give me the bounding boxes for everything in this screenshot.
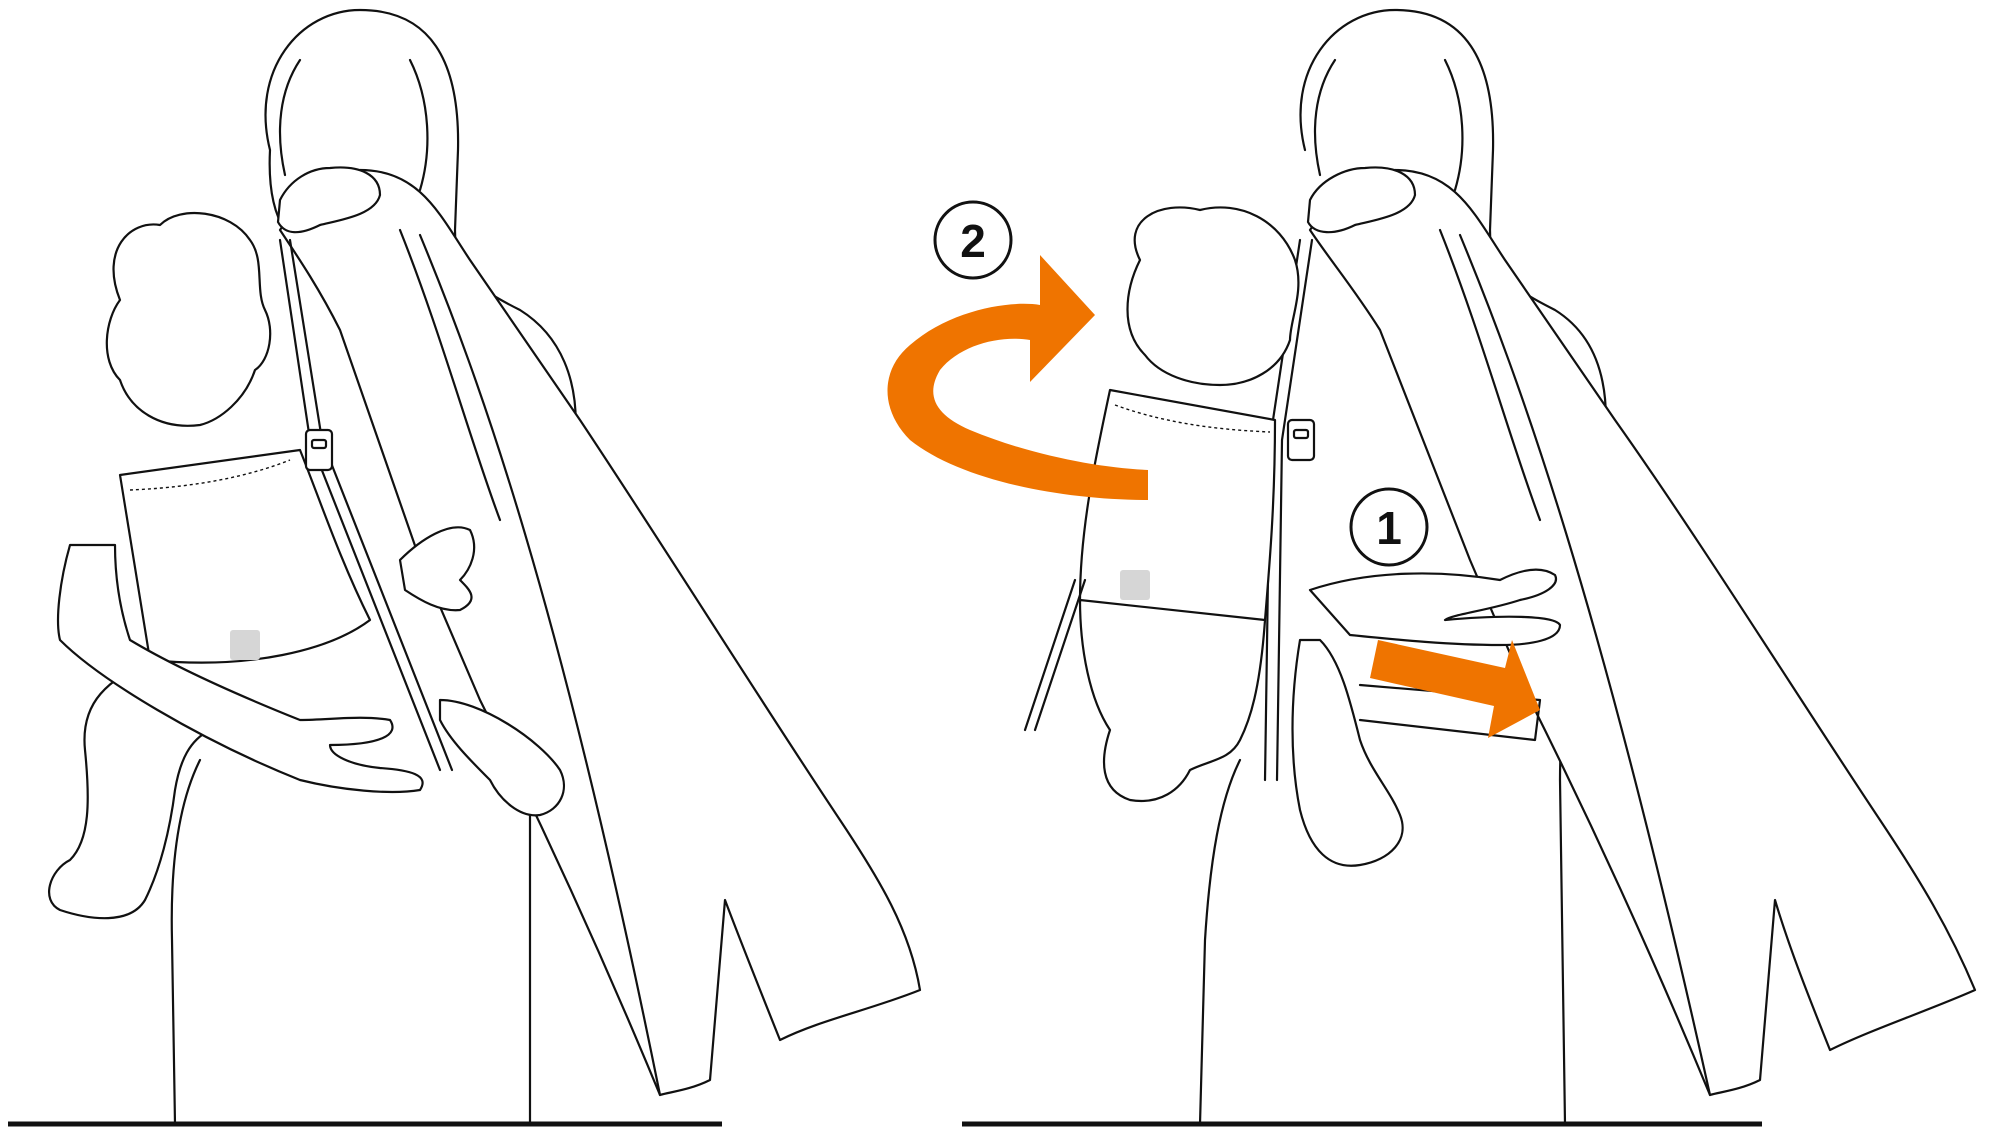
step-1-label: 1 xyxy=(1376,502,1402,554)
step-2-label: 2 xyxy=(960,215,986,267)
right-buckle-slot xyxy=(1294,430,1308,438)
left-carrier-hood xyxy=(280,170,920,1095)
left-baby-head xyxy=(107,213,270,426)
right-baby-head xyxy=(1128,207,1299,385)
right-baby-legs xyxy=(1080,600,1265,801)
step-1-marker: 1 xyxy=(1351,489,1427,565)
left-panel-illustration xyxy=(8,10,920,1124)
right-carrier-logo xyxy=(1120,570,1150,600)
left-carrier-logo xyxy=(230,630,260,660)
right-carrier-panel xyxy=(1080,390,1275,630)
right-panel-illustration: 2 1 xyxy=(888,10,1976,1124)
left-baby-hand xyxy=(400,527,474,610)
left-buckle xyxy=(306,430,332,470)
right-buckle xyxy=(1288,420,1314,460)
left-buckle-slot xyxy=(312,440,326,448)
step-2-marker: 2 xyxy=(935,202,1011,278)
right-loose-strap xyxy=(1025,580,1085,730)
